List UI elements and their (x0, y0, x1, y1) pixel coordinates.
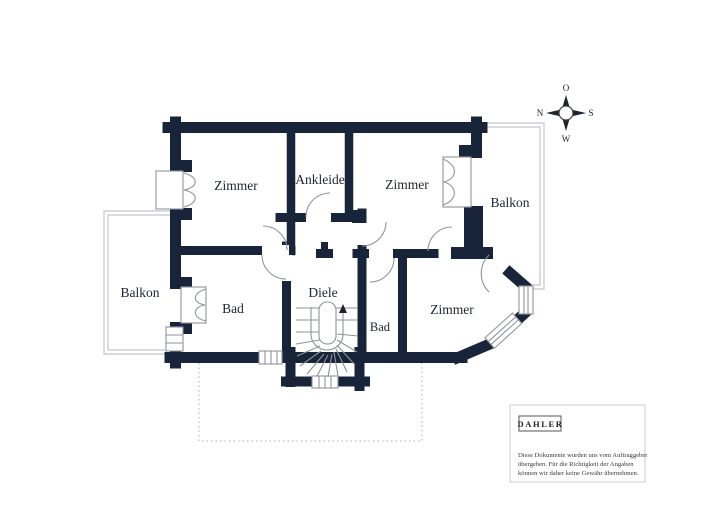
brand-logo-text: DAHLER (518, 419, 564, 429)
label-balkon-left: Balkon (121, 285, 160, 300)
french-door-bad-left (180, 286, 207, 324)
staircase (295, 301, 359, 378)
disclaimer-line-2: übergeben. Für die Richtigkeit der Angab… (518, 461, 634, 468)
door-swings (261, 192, 490, 293)
steps-bottom-wall (258, 350, 283, 365)
door-swing (361, 221, 387, 247)
door-swing (305, 192, 331, 218)
label-zimmer-top-left: Zimmer (214, 178, 258, 193)
label-bad-small: Bad (370, 320, 391, 334)
label-bad-left: Bad (222, 301, 244, 316)
door-swing (261, 254, 287, 280)
label-zimmer-bottom-right: Zimmer (430, 302, 474, 317)
window-left-wall (165, 326, 184, 352)
disclaimer-line-1: Diese Dokumente wurden uns vom Auftragge… (518, 452, 648, 459)
compass-east-label: O (563, 83, 570, 93)
stair-walk-line (310, 307, 344, 351)
label-ankleide: Ankleide (295, 172, 345, 187)
compass-south-label: S (588, 108, 593, 118)
stair-direction-arrow (339, 304, 347, 313)
compass-rose-icon: O N S W (537, 83, 594, 144)
terrace-dashed-outline (198, 363, 423, 442)
label-diele: Diele (308, 285, 337, 300)
label-balkon-right: Balkon (491, 195, 530, 210)
french-window-zimmer-top-left (155, 170, 196, 210)
balcony-left-outline (103, 210, 170, 355)
door-swing (427, 226, 453, 252)
label-zimmer-top-right: Zimmer (385, 177, 429, 192)
bay-window-diagonal (484, 312, 523, 350)
chimney (316, 242, 333, 258)
disclaimer-line-3: können wir daher keine Gewähr übernehmen… (518, 470, 639, 477)
bay-window-vertical (518, 285, 534, 315)
brand-logo-frame (518, 415, 562, 432)
room-labels: Zimmer Ankleide Zimmer Balkon Balkon Bad… (121, 172, 530, 334)
legend-box: DAHLER Diese Dokumente wurden uns vom Au… (509, 404, 648, 483)
wall-jambs (181, 145, 472, 334)
compass-north-label: N (537, 108, 544, 118)
balcony-right-outline (480, 122, 545, 290)
door-swing (262, 225, 288, 251)
door-swing (480, 254, 490, 293)
door-swing (369, 257, 395, 283)
steps-stair-exit (311, 375, 339, 389)
french-door-zimmer-top-right (442, 156, 472, 208)
compass-west-label: W (562, 134, 571, 144)
